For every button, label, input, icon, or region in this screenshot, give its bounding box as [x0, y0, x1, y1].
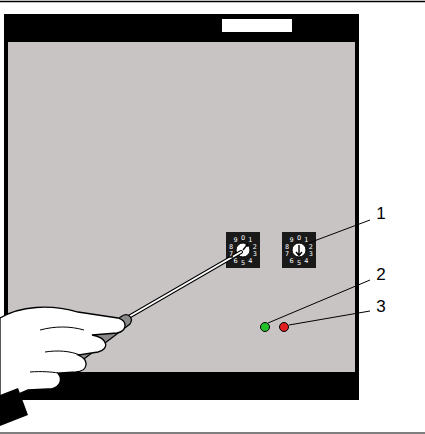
leader-line: [289, 311, 370, 325]
dial-digit: 3: [253, 251, 257, 258]
dial-digit: 8: [229, 243, 233, 250]
dial-digit: 1: [248, 237, 252, 244]
dial-digit: 1: [304, 237, 308, 244]
rotary-switch: [226, 232, 260, 268]
dial-digit: 0: [241, 235, 245, 242]
dial-digit: 5: [297, 260, 301, 267]
dial-digit: 6: [234, 257, 238, 264]
dial-digit: 8: [285, 243, 289, 250]
dial-digit: 3: [309, 251, 313, 258]
leader-line: [306, 220, 370, 244]
frame-line: [0, 1, 425, 3]
dial-digit: 9: [234, 237, 238, 244]
dial-digit: 2: [309, 243, 313, 250]
label-plate: [222, 19, 292, 32]
dial-digit: 7: [229, 251, 233, 258]
callout-number: 3: [375, 298, 386, 315]
dial-digit: 6: [290, 257, 294, 264]
hand: [0, 307, 125, 402]
dial-digit: 9: [290, 237, 294, 244]
rotary-switch: [282, 232, 316, 268]
dial-digit: 7: [285, 251, 289, 258]
dial-arrow: [243, 245, 248, 251]
red-led: [280, 323, 289, 332]
screwdriver-shaft: [120, 252, 241, 322]
sleeve-cuff: [0, 388, 28, 426]
dial-digit: 2: [253, 243, 257, 250]
callout-number: 1: [375, 205, 386, 222]
dial-digit: 4: [248, 257, 252, 264]
callout-number: 2: [375, 266, 386, 283]
screwdriver-shaft: [120, 252, 241, 322]
switch-dial: [292, 243, 306, 257]
dial-digit: 5: [241, 260, 245, 267]
dial-arrow: [296, 245, 302, 256]
leader-line: [268, 280, 370, 323]
finger-lines: [30, 327, 84, 373]
dial-digit: 4: [304, 257, 308, 264]
frame-line: [0, 433, 425, 434]
dial-digit: 0: [297, 235, 301, 242]
green-led: [261, 323, 270, 332]
